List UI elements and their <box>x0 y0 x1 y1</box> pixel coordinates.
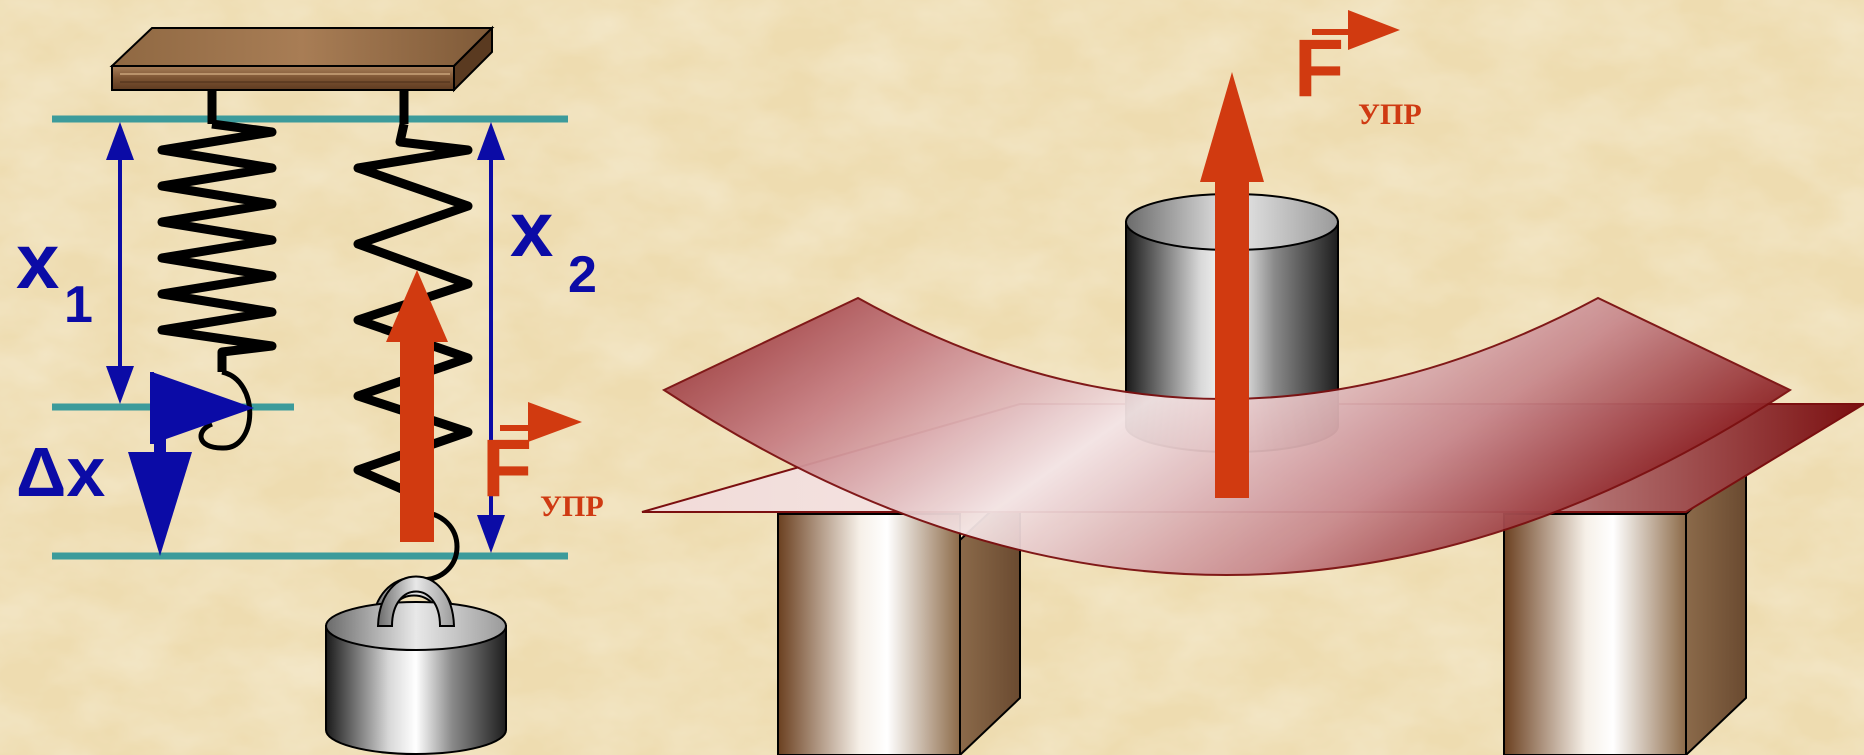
force-symbol-right: F <box>1294 23 1344 114</box>
beam-diagram: F УПР <box>641 10 1864 755</box>
x2-label: x <box>510 185 553 273</box>
spring-unstretched <box>157 90 277 451</box>
right-support <box>1503 455 1747 755</box>
hanging-weight <box>325 575 507 755</box>
delta-x-label: Δx <box>16 433 105 511</box>
delta-x-arrow <box>128 372 254 556</box>
force-subscript-right: УПР <box>1358 98 1422 131</box>
elastic-force-arrow-right <box>1200 72 1264 498</box>
elastic-force-arrow-left <box>386 270 448 542</box>
force-symbol-left: F <box>482 423 532 514</box>
force-subscript-left: УПР <box>540 490 604 523</box>
spring-diagram: x 1 x 2 Δx F УПР <box>16 25 604 755</box>
x1-measure-arrow <box>106 122 134 404</box>
left-support <box>777 481 1021 755</box>
x2-subscript: 2 <box>568 246 597 304</box>
x1-label: x <box>16 217 59 305</box>
force-label-left: F УПР <box>482 402 604 523</box>
force-label-right: F УПР <box>1294 10 1422 131</box>
wooden-board <box>109 25 495 93</box>
x2-measure-arrow <box>477 122 505 553</box>
x1-subscript: 1 <box>64 276 93 334</box>
